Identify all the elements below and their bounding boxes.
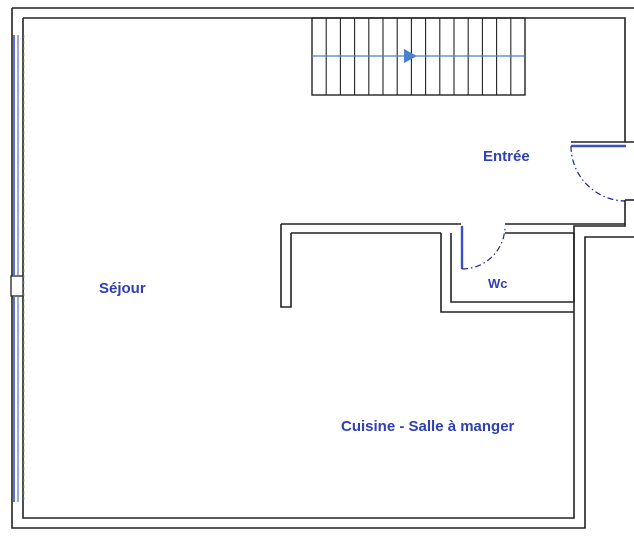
room-label-entree: Entrée	[483, 148, 530, 165]
staircase	[311, 17, 526, 96]
wc-walls	[440, 233, 575, 313]
left-windows	[10, 35, 25, 502]
window-mullion	[10, 275, 24, 297]
partition-stub	[280, 224, 292, 308]
room-label-sejour: Séjour	[99, 280, 146, 297]
room-labels: Entrée Séjour Wc Cuisine - Salle à mange…	[99, 148, 530, 435]
entry-door	[570, 144, 627, 202]
wc-door-swing-arc	[461, 225, 506, 270]
partition-entree	[281, 223, 625, 234]
walls	[11, 7, 634, 529]
room-label-cuisine: Cuisine - Salle à manger	[341, 418, 515, 435]
outer-wall-inner	[22, 17, 626, 519]
room-label-wc: Wc	[488, 276, 508, 291]
entry-door-swing-arc	[570, 145, 627, 202]
wc-door	[460, 225, 506, 270]
outer-wall-outer	[11, 7, 634, 529]
stair-arrow-icon	[404, 49, 417, 63]
